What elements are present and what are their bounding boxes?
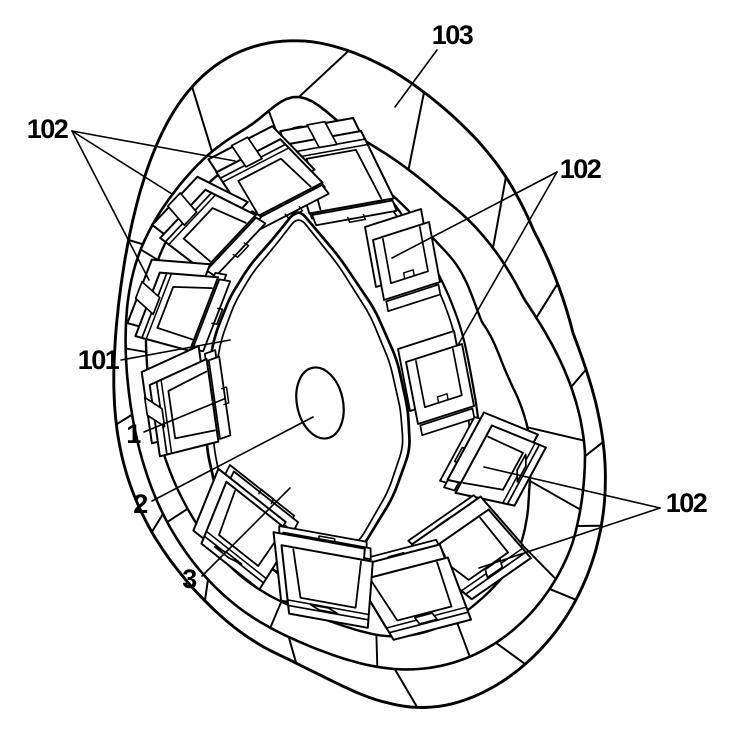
svg-text:103: 103: [432, 20, 474, 50]
svg-text:102: 102: [27, 114, 68, 144]
svg-text:101: 101: [78, 345, 120, 375]
svg-text:3: 3: [182, 564, 197, 594]
svg-text:1: 1: [126, 419, 141, 449]
svg-text:102: 102: [666, 488, 707, 518]
svg-text:2: 2: [133, 489, 147, 519]
svg-text:102: 102: [560, 154, 601, 184]
